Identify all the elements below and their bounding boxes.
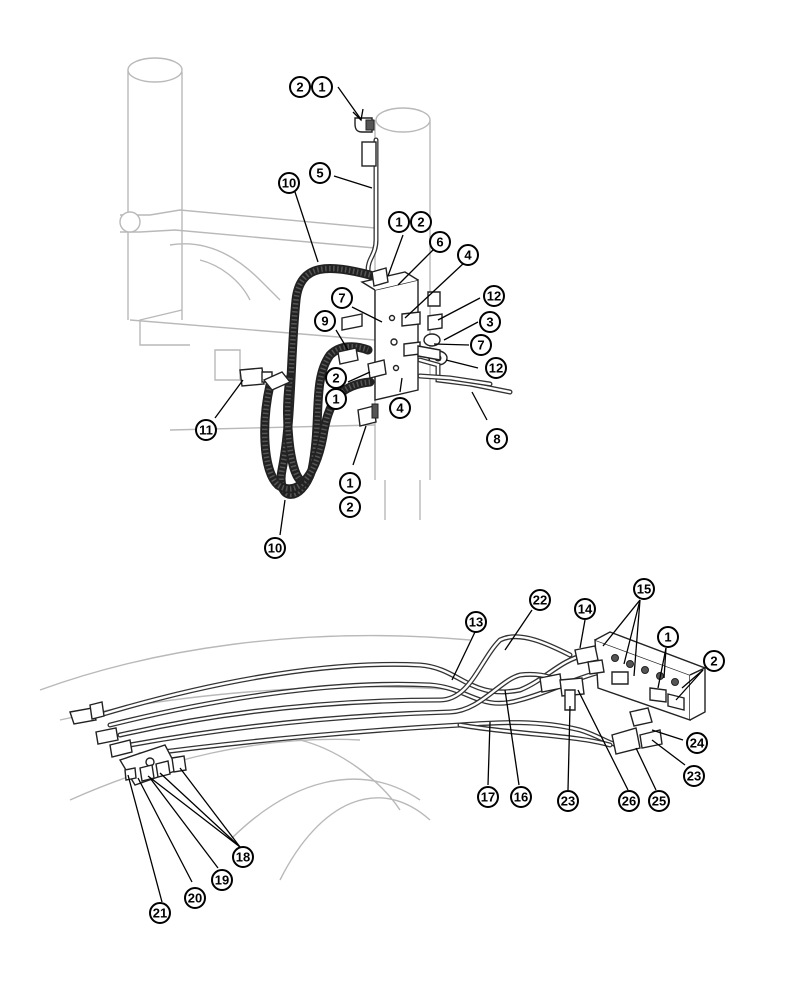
svg-text:4: 4 xyxy=(464,248,472,263)
svg-text:23: 23 xyxy=(687,769,701,784)
callout-24: 24 xyxy=(686,732,708,754)
callout-2-left: 2 xyxy=(325,367,347,389)
callout-21: 21 xyxy=(149,902,171,924)
callout-17: 17 xyxy=(477,786,499,808)
callout-10-upper: 10 xyxy=(278,172,300,194)
callouts: 2 1 10 5 1 2 6 4 7 12 9 3 7 12 2 1 4 11 … xyxy=(149,76,725,924)
svg-text:11: 11 xyxy=(199,423,213,438)
svg-text:10: 10 xyxy=(282,176,296,191)
svg-text:2: 2 xyxy=(710,654,717,669)
callout-19: 19 xyxy=(211,869,233,891)
svg-text:15: 15 xyxy=(637,582,651,597)
lower-frame-background xyxy=(39,634,471,881)
callout-20: 20 xyxy=(184,887,206,909)
svg-text:12: 12 xyxy=(489,361,503,376)
svg-text:23: 23 xyxy=(561,794,575,809)
svg-text:19: 19 xyxy=(215,873,229,888)
callout-18: 18 xyxy=(232,846,254,868)
callout-1-left: 1 xyxy=(325,388,347,410)
callout-9: 9 xyxy=(314,310,336,332)
svg-text:16: 16 xyxy=(514,790,528,805)
svg-text:7: 7 xyxy=(477,338,484,353)
svg-text:10: 10 xyxy=(268,541,282,556)
svg-text:18: 18 xyxy=(236,850,250,865)
leader-lines xyxy=(127,86,704,903)
callout-2-top: 2 xyxy=(289,76,311,98)
svg-text:1: 1 xyxy=(664,630,671,645)
callout-6: 6 xyxy=(429,231,451,253)
callout-5: 5 xyxy=(309,162,331,184)
callout-14: 14 xyxy=(574,598,596,620)
callout-1-bottom: 1 xyxy=(339,472,361,494)
callout-11: 11 xyxy=(195,419,217,441)
callout-2-mid: 2 xyxy=(410,211,432,233)
svg-text:8: 8 xyxy=(493,432,500,447)
svg-text:7: 7 xyxy=(338,291,345,306)
callout-3: 3 xyxy=(479,311,501,333)
svg-text:2: 2 xyxy=(296,80,303,95)
svg-text:20: 20 xyxy=(188,891,202,906)
callout-22: 22 xyxy=(529,589,551,611)
svg-text:2: 2 xyxy=(417,215,424,230)
callout-7-left: 7 xyxy=(331,287,353,309)
svg-text:9: 9 xyxy=(321,314,328,329)
callout-1-right: 1 xyxy=(657,626,679,648)
callout-2-bottom: 2 xyxy=(339,496,361,518)
callout-23-right: 23 xyxy=(683,765,705,787)
svg-text:2: 2 xyxy=(332,371,339,386)
callout-1-top: 1 xyxy=(311,76,333,98)
svg-text:1: 1 xyxy=(332,392,339,407)
callout-26: 26 xyxy=(618,790,640,812)
callout-7-right: 7 xyxy=(470,334,492,356)
svg-text:17: 17 xyxy=(481,790,495,805)
svg-text:14: 14 xyxy=(578,602,593,617)
callout-10-lower: 10 xyxy=(264,537,286,559)
svg-text:4: 4 xyxy=(396,401,404,416)
svg-text:5: 5 xyxy=(316,166,323,181)
callout-4-upper: 4 xyxy=(457,244,479,266)
svg-text:13: 13 xyxy=(469,615,483,630)
elbow-fittings xyxy=(337,117,448,427)
svg-text:1: 1 xyxy=(318,80,325,95)
callout-25: 25 xyxy=(648,790,670,812)
lower-hose-assembly xyxy=(69,631,707,786)
callout-23-mid: 23 xyxy=(557,790,579,812)
callout-16: 16 xyxy=(510,786,532,808)
svg-text:2: 2 xyxy=(346,500,353,515)
svg-text:22: 22 xyxy=(533,593,547,608)
svg-text:12: 12 xyxy=(487,289,501,304)
svg-text:1: 1 xyxy=(346,476,353,491)
callout-12-lower: 12 xyxy=(485,357,507,379)
callout-15: 15 xyxy=(633,578,655,600)
svg-text:3: 3 xyxy=(486,315,493,330)
svg-text:26: 26 xyxy=(622,794,636,809)
callout-1-mid: 1 xyxy=(388,211,410,233)
callout-13: 13 xyxy=(465,611,487,633)
svg-text:6: 6 xyxy=(436,235,443,250)
callout-4-lower: 4 xyxy=(389,397,411,419)
svg-text:21: 21 xyxy=(153,906,167,921)
callout-8: 8 xyxy=(486,428,508,450)
callout-12-upper: 12 xyxy=(483,285,505,307)
quick-couplers xyxy=(239,367,292,391)
callout-2-right: 2 xyxy=(703,650,725,672)
svg-text:25: 25 xyxy=(652,794,666,809)
svg-text:24: 24 xyxy=(690,736,705,751)
svg-text:1: 1 xyxy=(395,215,402,230)
